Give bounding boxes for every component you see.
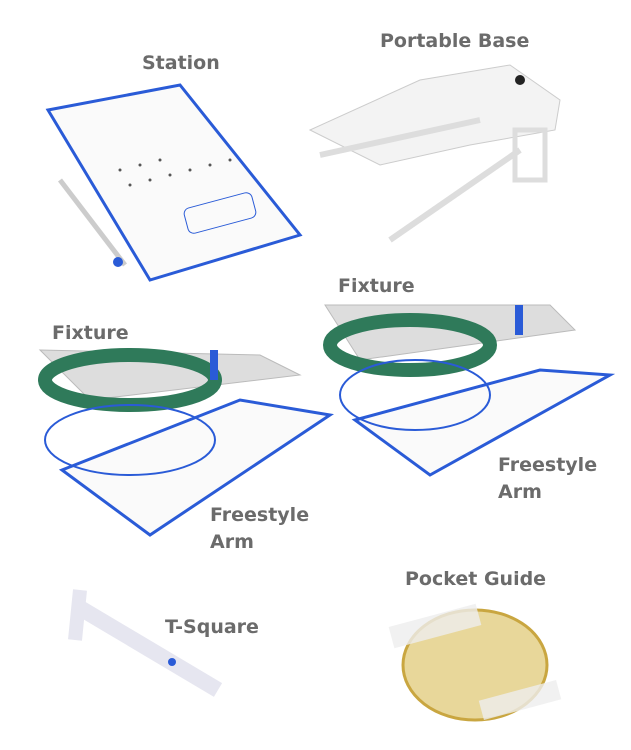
label-pocket-guide: Pocket Guide — [405, 568, 547, 590]
label-station: Station — [142, 52, 220, 74]
label-freestyle-arm-right: Freestyle Arm — [498, 452, 597, 506]
fixture-arm-left-image — [38, 348, 334, 537]
label-fixture-right: Fixture — [338, 275, 415, 297]
label-fixture-left: Fixture — [52, 322, 129, 344]
portable-base-image — [308, 64, 561, 243]
label-freestyle-arm-left: Freestyle Arm — [210, 502, 309, 556]
label-line: Freestyle — [498, 454, 598, 476]
fixture-arm-right-image — [323, 304, 616, 477]
t-square-image — [68, 589, 223, 697]
pocket-guide-image — [388, 603, 562, 722]
label-line: Arm — [210, 531, 254, 553]
label-t-square: T-Square — [165, 616, 259, 638]
label-line: Freestyle — [210, 504, 310, 526]
label-portable-base: Portable Base — [380, 30, 530, 52]
label-line: Arm — [498, 481, 542, 503]
station-image — [45, 83, 303, 282]
